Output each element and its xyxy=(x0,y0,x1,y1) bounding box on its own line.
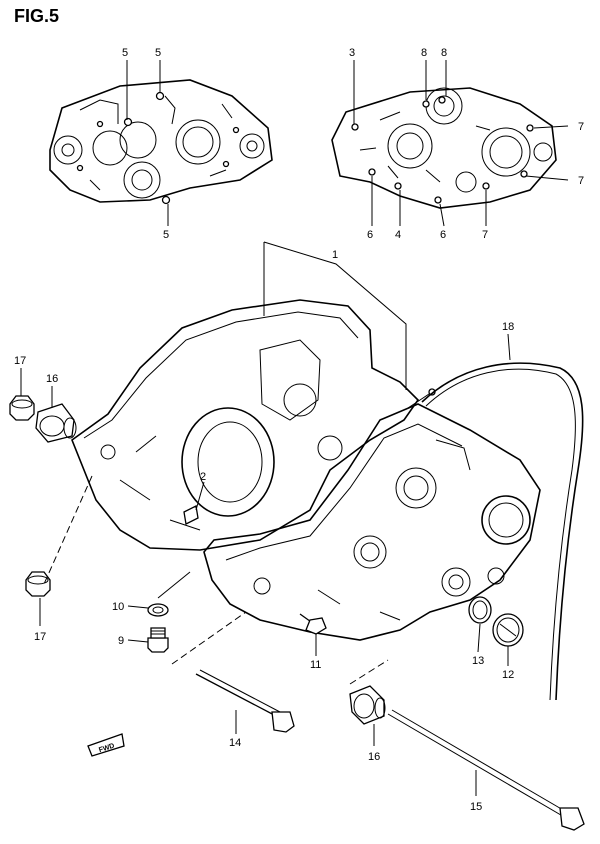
bushing-upper xyxy=(35,403,77,443)
callout-17: 17 xyxy=(14,355,26,367)
callout-3: 3 xyxy=(349,47,355,59)
callout-4: 4 xyxy=(395,229,401,241)
callout-5: 5 xyxy=(163,229,169,241)
cap-nut-lower xyxy=(25,571,51,597)
callout-7: 7 xyxy=(578,121,584,133)
callout-15: 15 xyxy=(470,801,482,813)
long-bolt-15 xyxy=(387,709,585,831)
callout-8: 8 xyxy=(441,47,447,59)
gasket-10 xyxy=(147,603,169,617)
callout-18: 18 xyxy=(502,321,514,333)
leader-lines xyxy=(20,60,569,796)
callout-5: 5 xyxy=(155,47,161,59)
cap-12 xyxy=(492,613,524,647)
o-ring-13 xyxy=(468,596,492,624)
right-crankcase-half xyxy=(331,87,557,209)
callout-5: 5 xyxy=(122,47,128,59)
left-crankcase-half xyxy=(49,79,273,205)
bushing-lower xyxy=(349,685,386,725)
figure-title: FIG.5 xyxy=(14,6,60,26)
through-bolt-14 xyxy=(195,669,295,733)
callout-6: 6 xyxy=(367,229,373,241)
callout-7: 7 xyxy=(482,229,488,241)
hose-18 xyxy=(421,362,584,701)
callout-numbers: 5 5 5 3 8 8 7 7 6 4 6 7 1 18 17 16 2 17 … xyxy=(14,47,584,813)
fwd-label: FWD xyxy=(98,743,115,755)
callout-14: 14 xyxy=(229,737,241,749)
crankcase-assembly xyxy=(71,299,541,641)
drain-plug-9 xyxy=(147,627,169,653)
callout-1: 1 xyxy=(332,249,338,261)
callout-12: 12 xyxy=(502,669,514,681)
bolt-11 xyxy=(299,613,327,635)
callout-6: 6 xyxy=(440,229,446,241)
fwd-arrow: FWD xyxy=(87,733,125,757)
callout-10: 10 xyxy=(112,601,124,613)
callout-2: 2 xyxy=(200,471,206,483)
cap-nut-upper xyxy=(9,395,35,421)
callout-13: 13 xyxy=(472,655,484,667)
callout-8: 8 xyxy=(421,47,427,59)
callout-11: 11 xyxy=(310,659,321,671)
callout-16: 16 xyxy=(368,751,380,763)
callout-17: 17 xyxy=(34,631,46,643)
callout-9: 9 xyxy=(118,635,124,647)
callout-7: 7 xyxy=(578,175,584,187)
callout-16: 16 xyxy=(46,373,58,385)
